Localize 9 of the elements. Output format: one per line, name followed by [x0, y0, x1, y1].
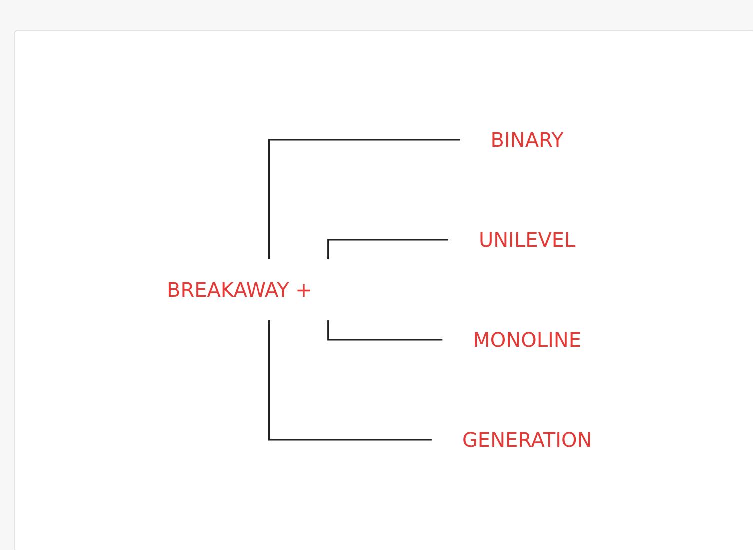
node-text: UNILEVEL	[479, 228, 576, 252]
connector	[328, 320, 444, 341]
node-text: GENERATION	[462, 428, 593, 452]
connector	[328, 239, 450, 260]
connector	[268, 320, 433, 441]
node-text: MONOLINE	[474, 328, 582, 352]
connector	[268, 139, 462, 260]
node-text: BINARY	[491, 128, 564, 152]
node-text: BREAKAWAY +	[167, 278, 313, 302]
